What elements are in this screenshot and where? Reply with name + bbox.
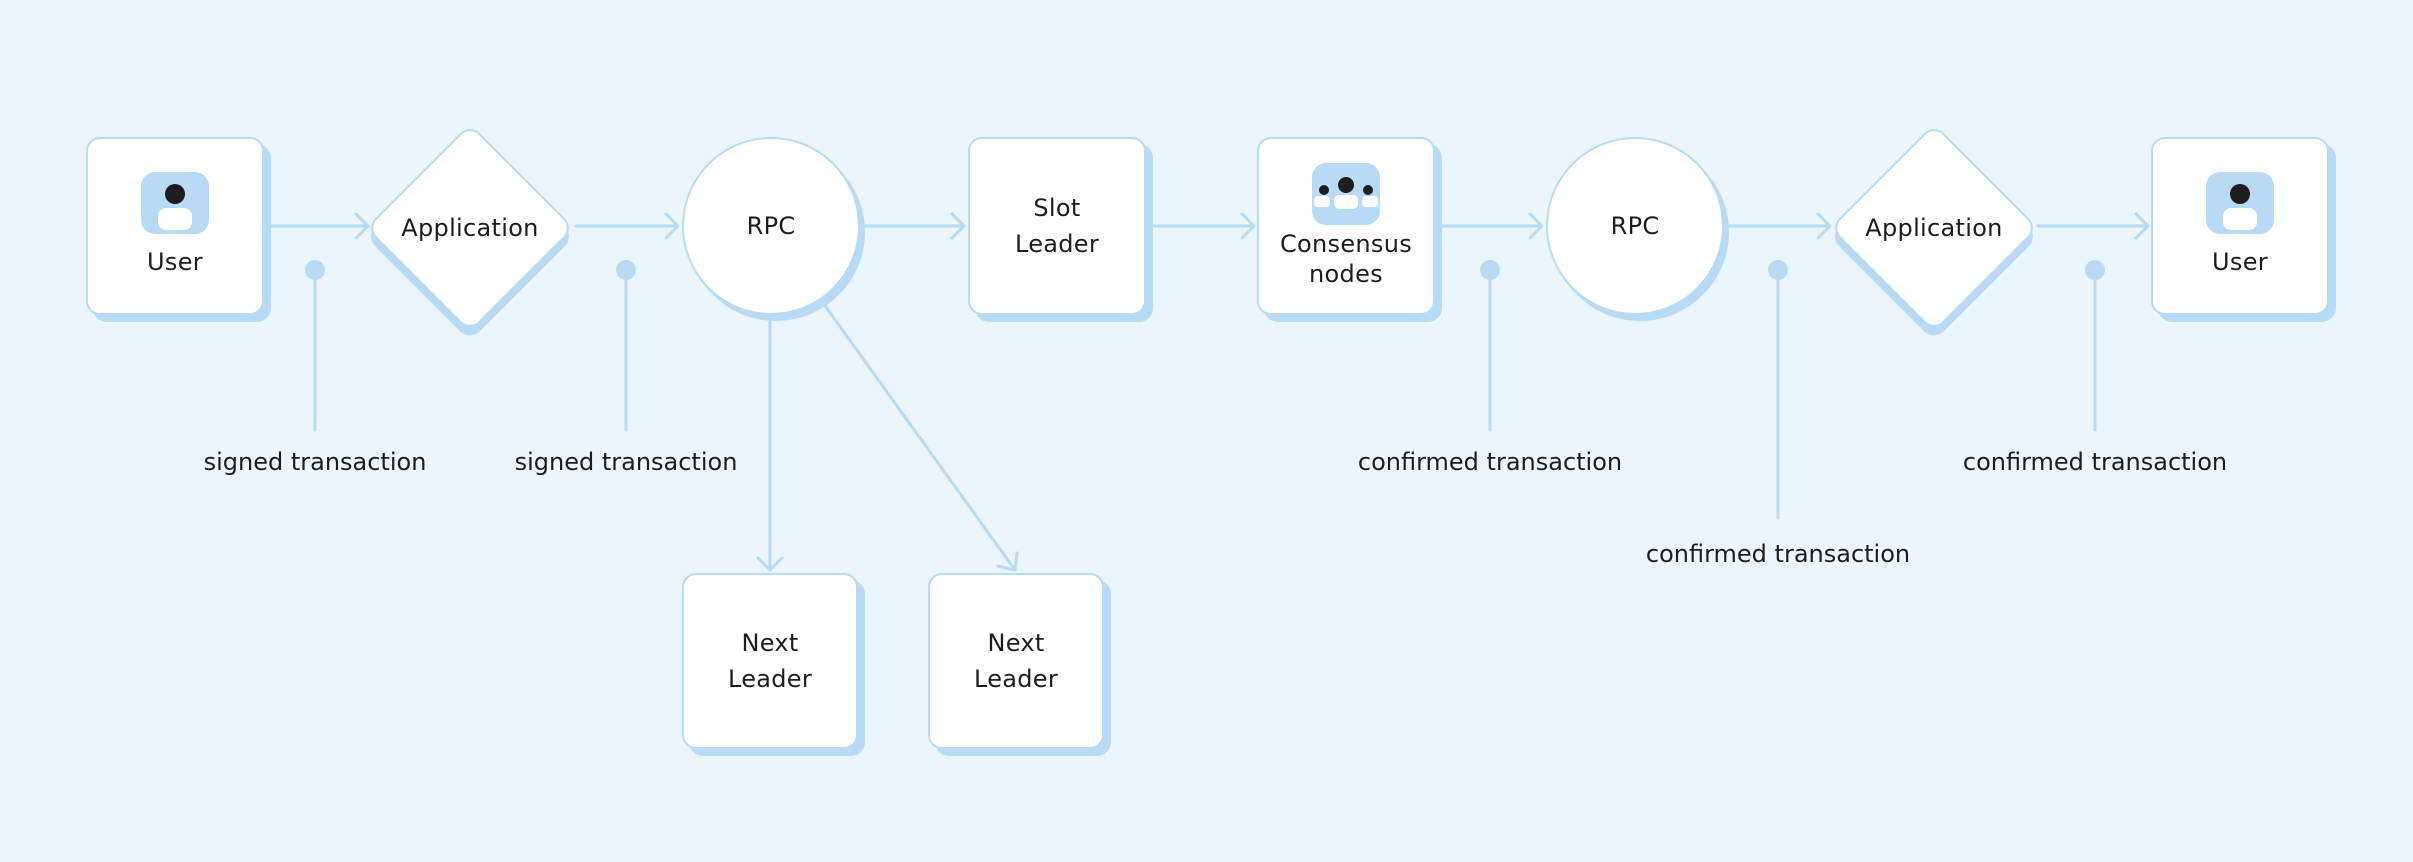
node-label: User <box>2212 248 2268 276</box>
node-label-line-2: nodes <box>1309 260 1383 288</box>
node-label: Application <box>1865 214 2003 242</box>
node-label: Application <box>401 214 539 242</box>
arrowhead <box>354 212 370 240</box>
group-icon <box>1312 163 1380 225</box>
node-label: RPC <box>746 212 796 240</box>
node-label: RPC <box>1610 212 1660 240</box>
node-user-start: User <box>86 137 264 315</box>
pin-dot <box>1480 260 1500 280</box>
node-label-line-1: Slot <box>1033 194 1081 222</box>
arrowhead <box>1528 212 1544 240</box>
user-icon <box>2206 172 2274 234</box>
annotation-signed-transaction-1: signed transaction <box>203 448 427 476</box>
annotation-signed-transaction-2: signed transaction <box>514 448 738 476</box>
node-label-line-2: Leader <box>727 665 813 693</box>
arrowhead <box>664 212 680 240</box>
pin-dot <box>305 260 325 280</box>
arrowhead <box>756 556 784 572</box>
arrowhead <box>950 212 966 240</box>
annotation-confirmed-transaction-2: confirmed transaction <box>1645 540 1911 568</box>
node-rpc-2: RPC <box>1546 137 1724 315</box>
node-application-2: Application <box>1829 123 2039 333</box>
node-label-line-1: Next <box>741 629 799 657</box>
node-next-leader-2: Next Leader <box>928 573 1104 749</box>
node-user-end: User <box>2151 137 2329 315</box>
node-label-line-2: Leader <box>1014 230 1100 258</box>
user-icon <box>141 172 209 234</box>
pin-dot <box>1768 260 1788 280</box>
node-application-1: Application <box>365 123 575 333</box>
pin-dot <box>2085 260 2105 280</box>
arrowhead <box>2134 212 2150 240</box>
node-label-line-1: Consensus <box>1279 230 1413 258</box>
node-consensus: Consensus nodes <box>1257 137 1435 315</box>
pin-dot <box>616 260 636 280</box>
annotation-confirmed-transaction-1: confirmed transaction <box>1357 448 1623 476</box>
node-rpc-1: RPC <box>682 137 860 315</box>
arrowhead <box>996 551 1019 572</box>
edge-rpc-next-leader-2 <box>821 301 1017 572</box>
node-label: User <box>147 248 203 276</box>
node-label-line-1: Next <box>987 629 1045 657</box>
node-slot-leader: Slot Leader <box>968 137 1146 315</box>
arrowhead <box>1816 212 1832 240</box>
node-label-line-2: Leader <box>973 665 1059 693</box>
arrowhead <box>1240 212 1256 240</box>
node-next-leader-1: Next Leader <box>682 573 858 749</box>
annotation-confirmed-transaction-3: confirmed transaction <box>1962 448 2228 476</box>
